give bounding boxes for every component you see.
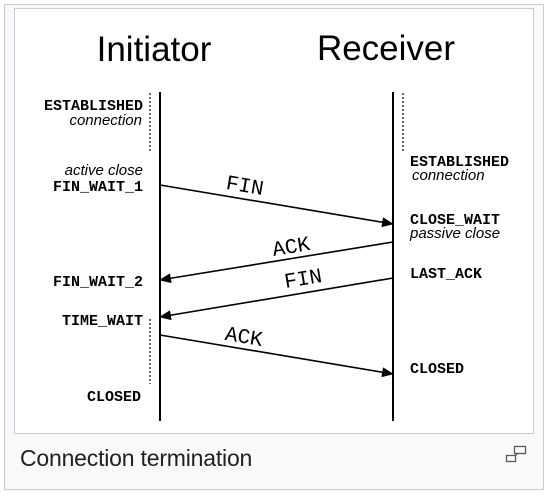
ack-arrow-1 [159, 241, 394, 284]
figure-thumbnail: Initiator Receiver ESTABLISHED connectio… [4, 4, 544, 490]
initiator-header: Initiator [97, 30, 212, 69]
fin-arrow-1 [159, 184, 394, 228]
initiator-connection-note: connection [69, 112, 142, 129]
tcp-termination-diagram: Initiator Receiver ESTABLISHED connectio… [44, 29, 509, 421]
fin-wait-2-label: FIN_WAIT_2 [53, 274, 143, 291]
passive-close-note: passive close [409, 225, 500, 242]
figure-caption: Connection termination [20, 445, 253, 471]
fin-arrow-2 [159, 277, 394, 321]
ack-message-label-2: ACK [223, 324, 264, 353]
fin-message-label-1: FIN [224, 173, 265, 202]
diagram-image[interactable]: Initiator Receiver ESTABLISHED connectio… [14, 8, 534, 434]
close-wait-label: CLOSE_WAIT [410, 212, 500, 229]
initiator-closed-label: CLOSED [87, 389, 141, 406]
receiver-header: Receiver [317, 29, 455, 68]
receiver-connection-note: connection [412, 167, 485, 184]
ack-message-label-1: ACK [271, 234, 312, 263]
active-close-note: active close [65, 162, 143, 179]
ack-arrow-2 [159, 334, 394, 378]
receiver-established-label: ESTABLISHED [410, 154, 509, 171]
initiator-established-label: ESTABLISHED [44, 98, 143, 115]
time-wait-label: TIME_WAIT [62, 313, 143, 330]
receiver-closed-label: CLOSED [410, 361, 464, 378]
magnify-clip-icon[interactable] [505, 445, 529, 465]
fin-wait-1-label: FIN_WAIT_1 [53, 179, 143, 196]
last-ack-label: LAST_ACK [410, 266, 482, 283]
